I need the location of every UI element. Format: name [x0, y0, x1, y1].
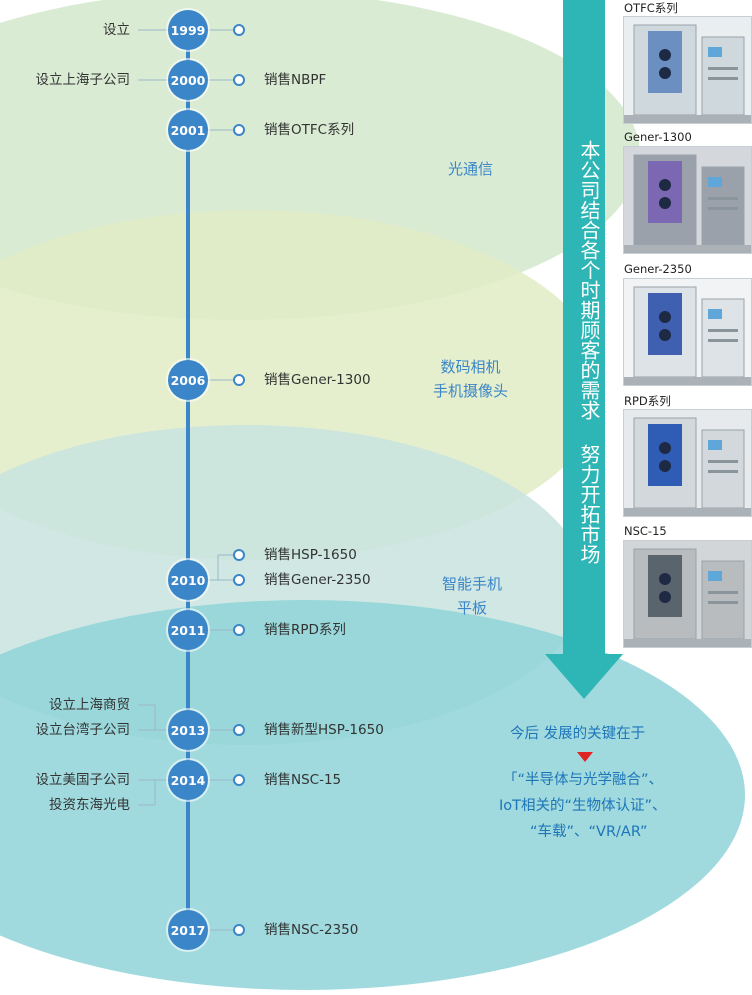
- future-heading: 今后 发展的关键在于: [510, 726, 646, 742]
- machine-photo-icon: [623, 146, 752, 254]
- machine-photo-icon: [623, 278, 752, 386]
- year-node-2011: 2011: [168, 610, 208, 650]
- event-right-2006-0: 销售Gener-1300: [264, 372, 371, 388]
- future-line-2: IoT相关的“生物体认证”、: [499, 798, 667, 814]
- era-label-1-line-0: 数码相机: [440, 358, 501, 376]
- hollow-dot-2010-1: [233, 574, 245, 586]
- product-label-1: Gener-1300: [624, 130, 692, 144]
- era-label-2-line-0: 智能手机: [442, 575, 503, 593]
- machine-photo-icon: [623, 16, 752, 124]
- year-node-2001: 2001: [168, 110, 208, 150]
- machine-photo-icon: [623, 540, 752, 648]
- era-label-0: 光通信: [448, 157, 493, 181]
- year-node-1999: 1999: [168, 10, 208, 50]
- timeline-spine: [186, 30, 190, 930]
- event-right-2013-0: 销售新型HSP-1650: [264, 722, 384, 738]
- hollow-dot-1999-0: [233, 24, 245, 36]
- market-arrow-head: [545, 654, 623, 699]
- event-right-2017-0: 销售NSC-2350: [264, 922, 359, 938]
- hollow-dot-2000-0: [233, 74, 245, 86]
- down-triangle-icon: [577, 752, 593, 762]
- future-line-1: 「“半导体与光学融合”、: [503, 772, 664, 788]
- future-line-3: “车载”、“VR/AR”: [530, 824, 648, 840]
- hollow-dot-2010-0: [233, 549, 245, 561]
- event-left-1999-0: 设立: [103, 22, 130, 38]
- hollow-dot-2001-0: [233, 124, 245, 136]
- event-right-2011-0: 销售RPD系列: [264, 622, 346, 638]
- year-node-2010: 2010: [168, 560, 208, 600]
- era-label-2-line-1: 平板: [457, 599, 488, 617]
- product-label-2: Gener-2350: [624, 262, 692, 276]
- hollow-dot-2017-0: [233, 924, 245, 936]
- year-node-2000: 2000: [168, 60, 208, 100]
- market-arrow: [563, 0, 605, 655]
- event-right-2014-0: 销售NSC-15: [264, 772, 342, 788]
- machine-photo-icon: [623, 409, 752, 517]
- era-label-1-line-1: 手机摄像头: [433, 382, 509, 400]
- year-node-2014: 2014: [168, 760, 208, 800]
- event-left-2014-0: 设立美国子公司: [35, 772, 131, 788]
- hollow-dot-2011-0: [233, 624, 245, 636]
- era-label-0-line-0: 光通信: [448, 160, 494, 178]
- year-node-2017: 2017: [168, 910, 208, 950]
- era-label-2: 智能手机平板: [442, 572, 502, 620]
- product-label-4: NSC-15: [624, 524, 667, 538]
- event-left-2000-0: 设立上海子公司: [35, 72, 131, 88]
- hollow-dot-2006-0: [233, 374, 245, 386]
- year-node-2013: 2013: [168, 710, 208, 750]
- arrow-vertical-text: 本公司结合各个时期顾客的需求 努力开拓市场: [577, 140, 601, 564]
- year-node-2006: 2006: [168, 360, 208, 400]
- event-left-2013-1: 设立台湾子公司: [35, 722, 131, 738]
- event-right-2010-0: 销售HSP-1650: [264, 547, 357, 563]
- event-right-2000-0: 销售NBPF: [264, 72, 327, 88]
- event-right-2001-0: 销售OTFC系列: [264, 122, 355, 138]
- hollow-dot-2013-0: [233, 724, 245, 736]
- product-label-3: RPD系列: [624, 394, 671, 408]
- event-left-2013-0: 设立上海商贸: [49, 697, 130, 713]
- product-label-0: OTFC系列: [624, 1, 678, 15]
- event-left-2014-1: 投资东海光电: [49, 797, 130, 813]
- era-label-1: 数码相机手机摄像头: [433, 355, 508, 403]
- event-right-2010-1: 销售Gener-2350: [264, 572, 371, 588]
- hollow-dot-2014-0: [233, 774, 245, 786]
